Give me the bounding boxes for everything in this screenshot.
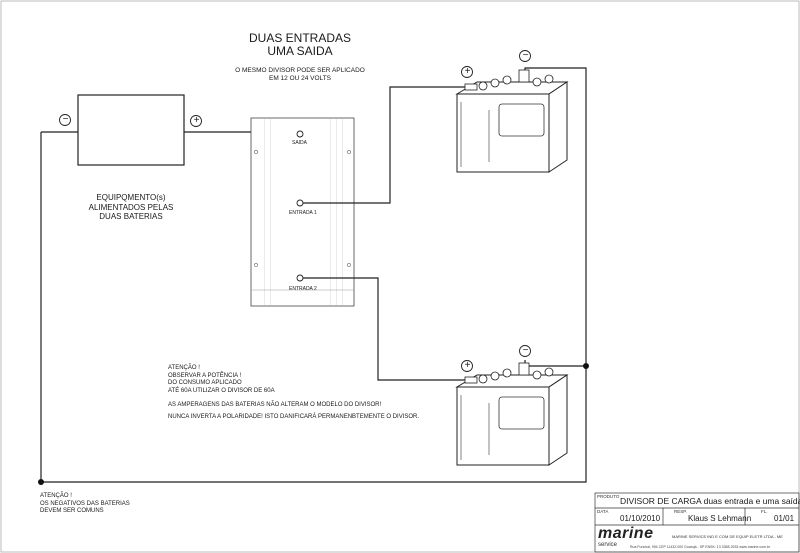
- amperage-note: AS AMPERAGENS DAS BATERIAS NÃO ALTERAM O…: [168, 402, 382, 408]
- minus-symbol-circle: [519, 50, 531, 62]
- equipment-label-line2: ALIMENTADOS PELAS: [88, 202, 174, 212]
- terminal-entrada1: [296, 199, 304, 207]
- equipment-box: [77, 94, 185, 166]
- product-name: DIVISOR DE CARGA duas entrada e uma saíd…: [620, 496, 800, 506]
- polarity-note: NUNCA INVERTA A POLARIDADE! ISTO DANIFIC…: [168, 414, 420, 420]
- logo-word: marine: [598, 525, 654, 542]
- voltage-note-line1: O MESMO DIVISOR PODE SER APLICADO: [235, 67, 365, 74]
- voltage-note-line2: EM 12 OU 24 VOLTS: [268, 75, 331, 82]
- plus-icon: +: [464, 66, 471, 77]
- company-address: Rua Funchal, 994 CEP 11432-000 Guarujá -…: [630, 545, 771, 549]
- diagram-title-line2: UMA SAIDA: [267, 44, 333, 58]
- minus-symbol-circle: [59, 114, 71, 126]
- ground-note-line1: ATENÇÃO !: [40, 493, 72, 499]
- plus-symbol-circle: [461, 360, 473, 372]
- diagram-title-line1: DUAS ENTRADAS: [248, 31, 352, 45]
- ground-note-line3: DEVEM SER COMUNS: [40, 508, 104, 514]
- logo-sub: service: [598, 542, 618, 548]
- plus-symbol-circle: [461, 66, 473, 78]
- responsible-value: Klaus S Lehmann: [688, 514, 752, 523]
- company-logo: marine service: [598, 526, 668, 552]
- terminal-saida: [296, 130, 304, 138]
- terminal-entrada2-label: ENTRADA 2: [289, 286, 317, 292]
- ground-note: ATENÇÃO ! OS NEGATIVOS DAS BATERIAS DEVE…: [40, 493, 130, 516]
- note-line: ATENÇÃO !: [168, 365, 200, 371]
- plus-icon: +: [193, 115, 200, 126]
- minus-symbol-circle: [519, 345, 531, 357]
- resp-label: RESP.: [674, 509, 687, 514]
- terminal-entrada2: [296, 274, 304, 282]
- company-name: MARINE SERVICE IND E COM DE EQUIP ELETR …: [672, 534, 783, 539]
- diagram-title: DUAS ENTRADAS UMA SAIDA: [225, 32, 375, 58]
- battery-1: [455, 69, 569, 173]
- note-line: OBSERVAR A POTÊNCIA !: [168, 372, 242, 379]
- junction-dot: [38, 479, 44, 485]
- date-value: 01/10/2010: [620, 514, 661, 523]
- plus-symbol-circle: [190, 115, 202, 127]
- equipment-label-line3: DUAS BATERIAS: [99, 212, 163, 221]
- terminal-saida-label: SAIDA: [292, 140, 308, 146]
- produto-label: PRODUTO: [597, 494, 620, 499]
- sheet-value: 01/01: [774, 514, 795, 523]
- note-line: DO CONSUMO APLICADO: [168, 380, 242, 386]
- ground-note-line2: OS NEGATIVOS DAS BATERIAS: [40, 500, 130, 507]
- title-block-frame: [594, 492, 800, 553]
- data-label: DATA: [597, 509, 609, 514]
- fl-label: FL.: [761, 509, 768, 514]
- warning-notes: ATENÇÃO ! OBSERVAR A POTÊNCIA ! DO CONSU…: [168, 365, 275, 395]
- plus-icon: +: [464, 360, 471, 371]
- note-line: ATÉ 60A UTILIZAR O DIVISOR DE 60A: [168, 387, 275, 394]
- voltage-note: O MESMO DIVISOR PODE SER APLICADO EM 12 …: [215, 67, 385, 83]
- terminal-entrada1-label: ENTRADA 1: [289, 210, 317, 216]
- junction-dot: [583, 363, 589, 369]
- equipment-label: EQUIPQMENTO(s) ALIMENTADOS PELAS DUAS BA…: [66, 193, 196, 222]
- minus-icon: −: [62, 114, 69, 125]
- battery-2: [455, 362, 569, 466]
- equipment-label-line1: EQUIPQMENTO(s): [96, 193, 166, 202]
- minus-icon: −: [522, 50, 529, 61]
- minus-icon: −: [522, 345, 529, 356]
